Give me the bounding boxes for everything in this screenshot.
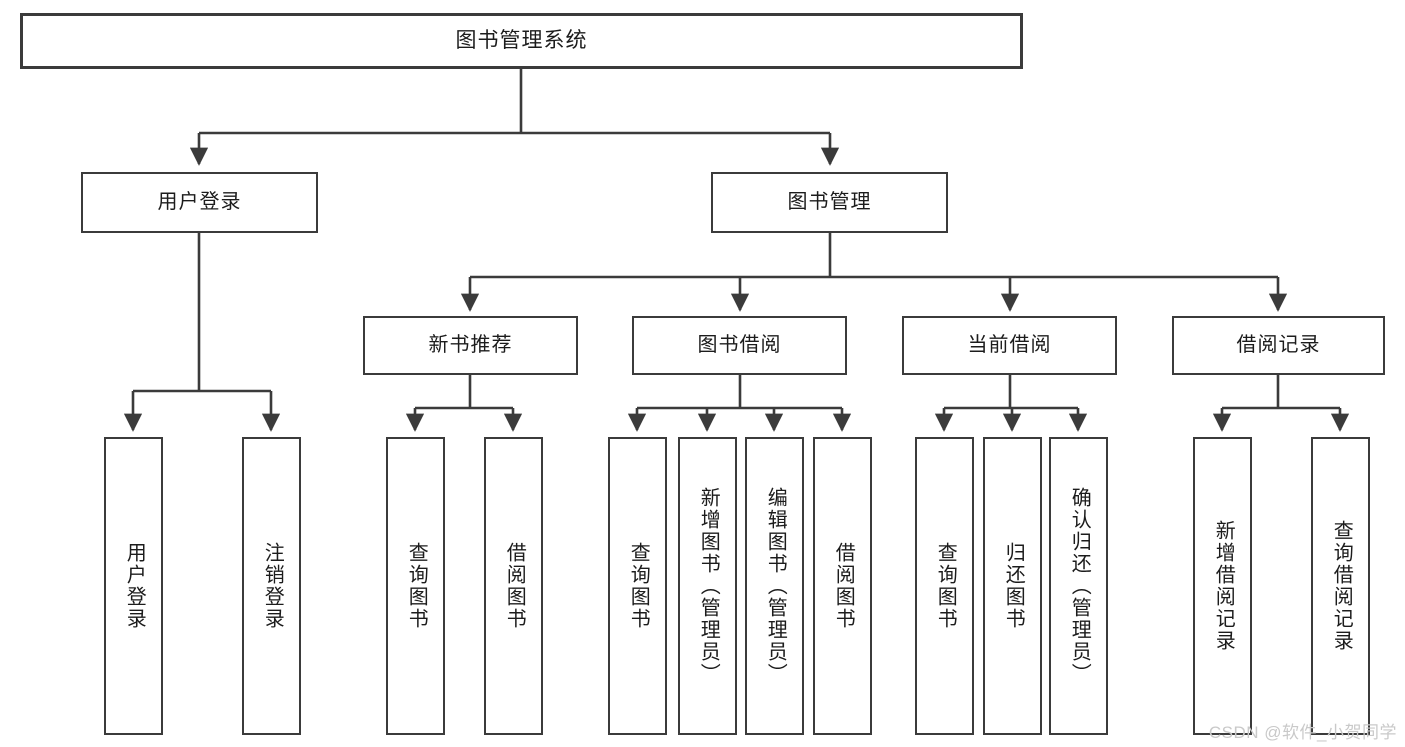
- leaf-logout[interactable]: 注销登录: [242, 437, 301, 735]
- node-user-login[interactable]: 用户登录: [81, 172, 318, 233]
- node-root-system[interactable]: 图书管理系统: [20, 13, 1023, 69]
- node-label: 新增借阅记录: [1212, 520, 1235, 652]
- leaf-query-borrow-record[interactable]: 查询借阅记录: [1311, 437, 1370, 735]
- leaf-add-borrow-record[interactable]: 新增借阅记录: [1193, 437, 1252, 735]
- node-label: 借阅记录: [1236, 334, 1321, 356]
- node-label: 注销登录: [261, 542, 284, 630]
- leaf-query-book-rec[interactable]: 查询图书: [386, 437, 445, 735]
- leaf-user-login[interactable]: 用户登录: [104, 437, 163, 735]
- node-book-management[interactable]: 图书管理: [711, 172, 948, 233]
- leaf-edit-book-admin[interactable]: 编辑图书（管理员）: [745, 437, 804, 735]
- node-label: 查询图书: [627, 542, 650, 630]
- node-label: 图书管理: [787, 191, 872, 213]
- node-label: 图书借阅: [697, 334, 782, 356]
- node-label: 编辑图书（管理员）: [764, 487, 787, 685]
- node-label: 新书推荐: [428, 334, 513, 356]
- node-label: 借阅图书: [832, 542, 855, 630]
- leaf-query-book-current[interactable]: 查询图书: [915, 437, 974, 735]
- watermark: CSDN @软件_小贺同学: [1208, 723, 1397, 742]
- node-label: 归还图书: [1002, 542, 1025, 630]
- leaf-query-book[interactable]: 查询图书: [608, 437, 667, 735]
- node-label: 新增图书（管理员）: [697, 487, 720, 685]
- node-label: 借阅图书: [503, 542, 526, 630]
- node-label: 查询图书: [405, 542, 428, 630]
- node-label: 确认归还（管理员）: [1068, 487, 1091, 685]
- leaf-borrow-book-rec[interactable]: 借阅图书: [484, 437, 543, 735]
- leaf-return-book[interactable]: 归还图书: [983, 437, 1042, 735]
- node-label: 用户登录: [157, 191, 242, 213]
- node-label: 图书管理系统: [455, 28, 588, 52]
- node-label: 用户登录: [123, 542, 146, 630]
- node-label: 查询图书: [934, 542, 957, 630]
- node-label: 当前借阅: [967, 334, 1052, 356]
- node-new-book-recommend[interactable]: 新书推荐: [363, 316, 578, 375]
- leaf-confirm-return-admin[interactable]: 确认归还（管理员）: [1049, 437, 1108, 735]
- node-label: 查询借阅记录: [1330, 520, 1353, 652]
- node-book-borrow[interactable]: 图书借阅: [632, 316, 847, 375]
- leaf-borrow-book[interactable]: 借阅图书: [813, 437, 872, 735]
- node-current-borrow[interactable]: 当前借阅: [902, 316, 1117, 375]
- node-borrow-record[interactable]: 借阅记录: [1172, 316, 1385, 375]
- leaf-add-book-admin[interactable]: 新增图书（管理员）: [678, 437, 737, 735]
